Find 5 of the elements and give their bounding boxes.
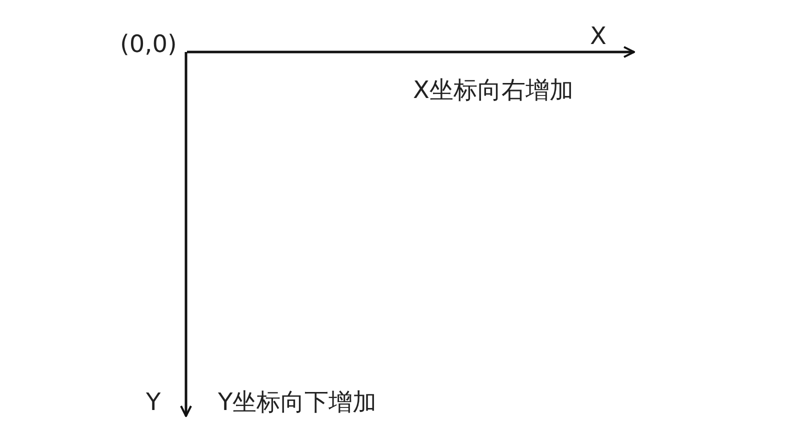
axis-label: Y xyxy=(146,390,161,414)
axis-note: X坐标向右增加 xyxy=(413,78,574,102)
axis-note: Y坐标向下增加 xyxy=(218,390,377,414)
axis-label: X xyxy=(590,24,606,48)
origin-label: (0,0) xyxy=(120,32,177,56)
